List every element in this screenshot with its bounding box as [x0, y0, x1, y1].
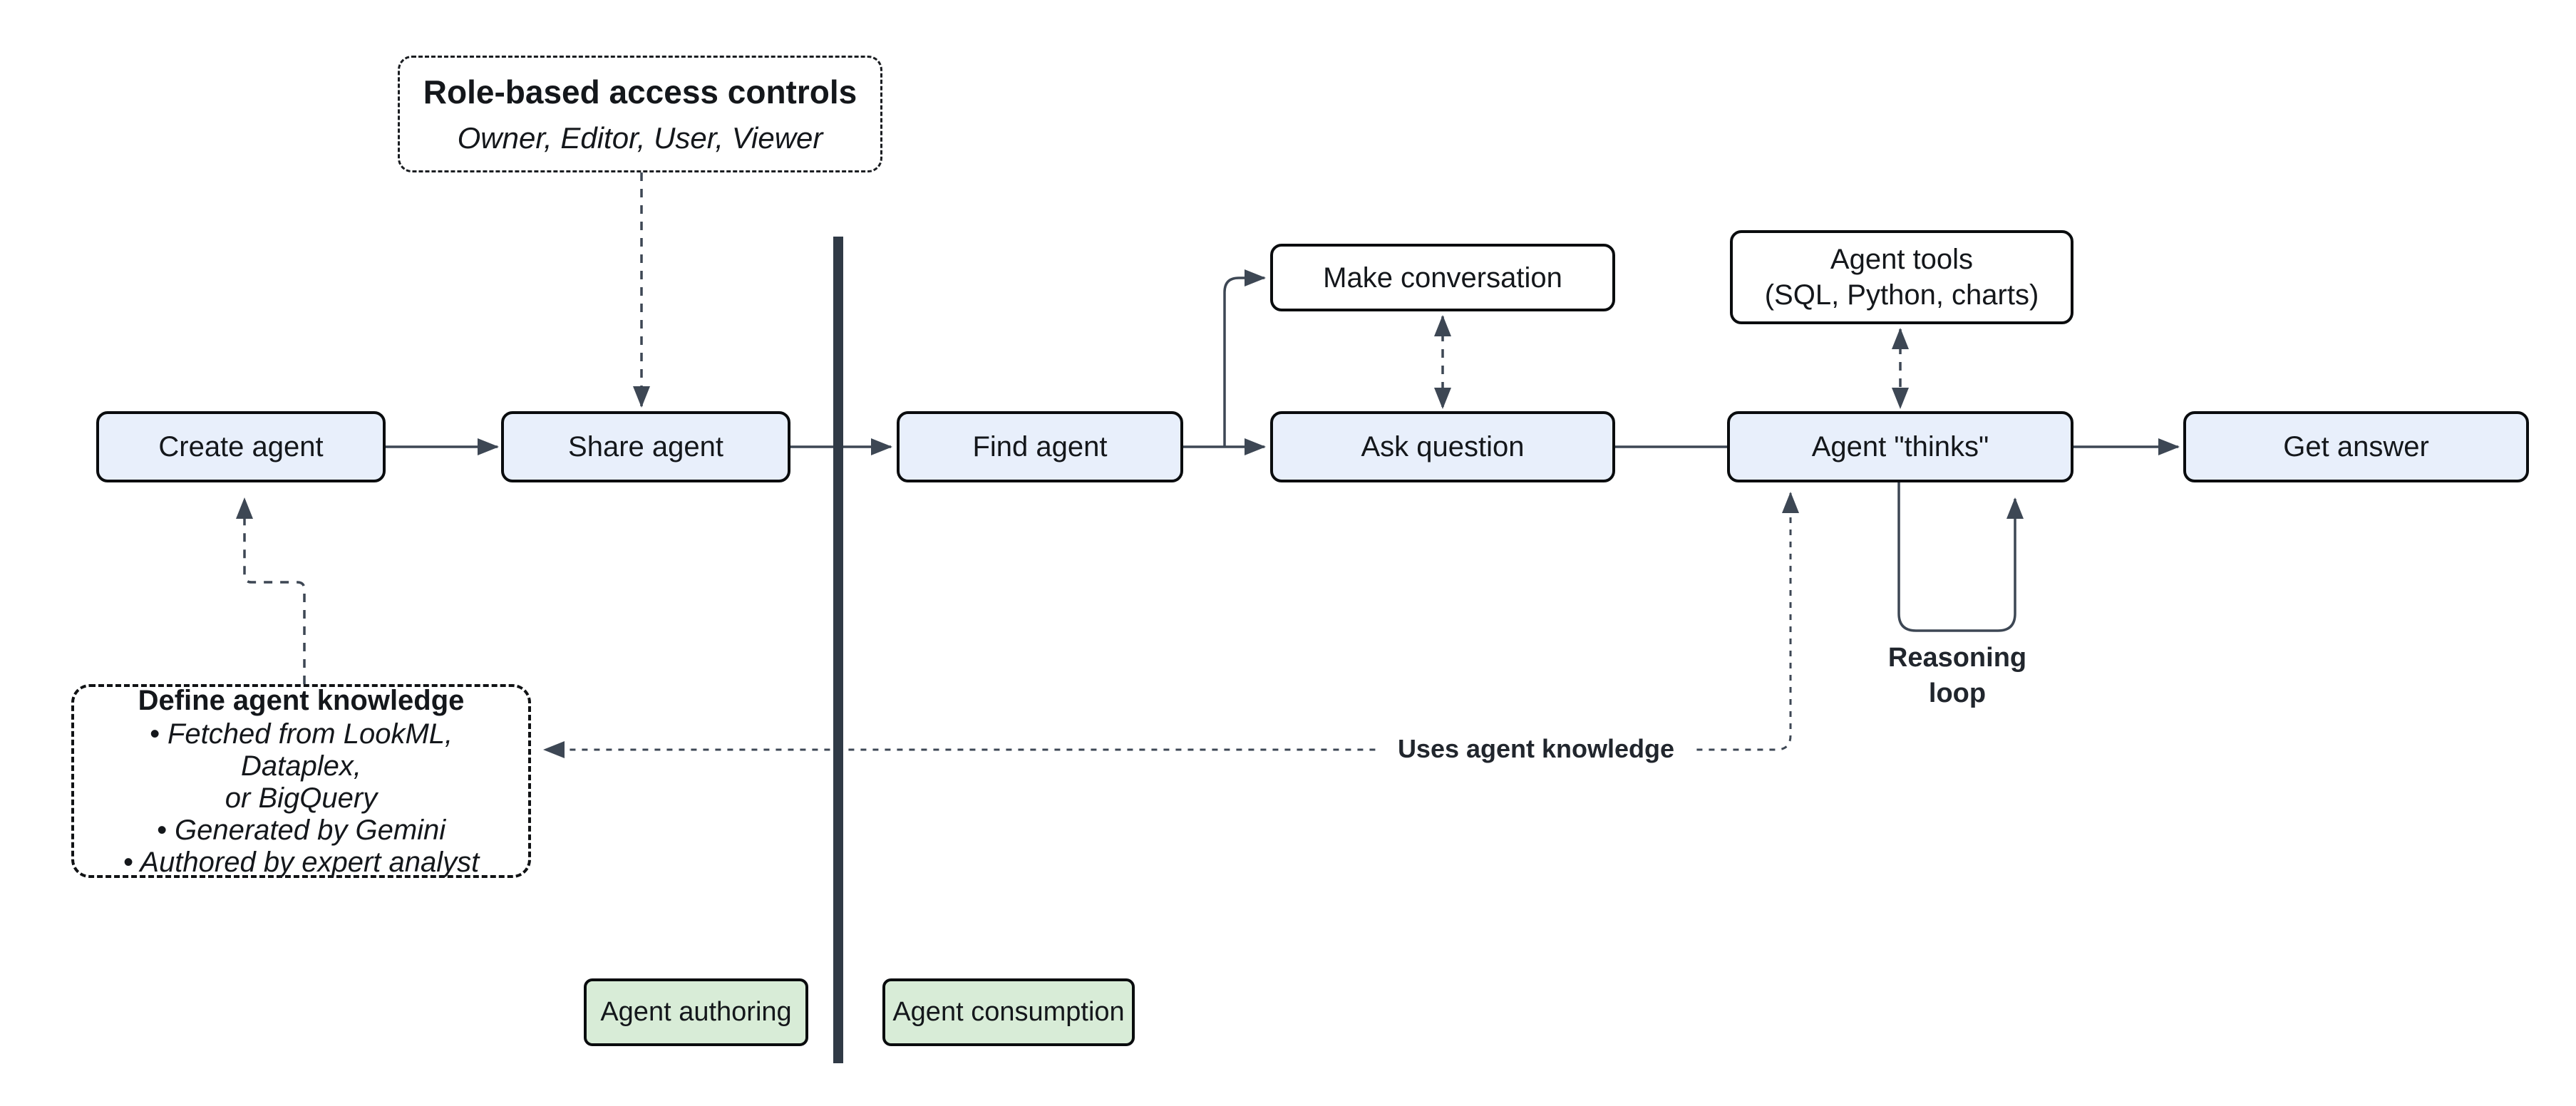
legend-agent-consumption-label: Agent consumption [892, 997, 1125, 1027]
section-divider [833, 237, 843, 1063]
legend-agent-authoring-label: Agent authoring [600, 997, 792, 1027]
node-agent-tools-label-line2: (SQL, Python, charts) [1764, 279, 2039, 311]
node-agent-thinks-label: Agent "thinks" [1811, 431, 1989, 462]
node-agent-tools[interactable]: Agent tools (SQL, Python, charts) [1730, 230, 2073, 324]
reasoning-loop-connector [1897, 482, 2024, 632]
arrow-find-to-make-conversation [1223, 269, 1266, 447]
define-knowledge-bullet-gemini: • Generated by Gemini [156, 814, 446, 846]
uses-agent-knowledge-label: Uses agent knowledge [1379, 731, 1693, 767]
node-ask-question[interactable]: Ask question [1270, 411, 1615, 482]
legend-agent-consumption[interactable]: Agent consumption [882, 978, 1135, 1046]
define-knowledge-bullet-analyst: • Authored by expert analyst [123, 846, 480, 878]
node-share-agent[interactable]: Share agent [501, 411, 790, 482]
reasoning-loop-label-line2: loop [1928, 678, 1987, 708]
node-find-agent-label: Find agent [972, 431, 1108, 462]
node-create-agent[interactable]: Create agent [96, 411, 386, 482]
node-make-conversation[interactable]: Make conversation [1270, 244, 1615, 311]
node-make-conversation-label: Make conversation [1323, 262, 1562, 294]
reasoning-loop-label-line1: Reasoning [1887, 643, 2027, 673]
node-agent-thinks[interactable]: Agent "thinks" [1727, 411, 2073, 482]
role-access-roles: Owner, Editor, User, Viewer [457, 121, 823, 155]
legend-agent-authoring[interactable]: Agent authoring [584, 978, 808, 1046]
node-create-agent-label: Create agent [158, 431, 324, 462]
define-knowledge-bullet-sources: • Fetched from LookML, Dataplex, [149, 718, 453, 782]
node-agent-tools-label-line1: Agent tools [1830, 244, 1974, 275]
node-get-answer-label: Get answer [2283, 431, 2429, 462]
node-ask-question-label: Ask question [1361, 431, 1525, 462]
node-define-agent-knowledge[interactable]: Define agent knowledge • Fetched from Lo… [71, 684, 531, 878]
dashed-arrow-define-to-create [236, 497, 306, 684]
node-share-agent-label: Share agent [568, 431, 723, 462]
node-find-agent[interactable]: Find agent [897, 411, 1183, 482]
define-knowledge-title: Define agent knowledge [138, 684, 465, 716]
node-role-based-access[interactable]: Role-based access controls Owner, Editor… [398, 56, 882, 172]
define-knowledge-bullet-sources-wrap: or BigQuery [225, 782, 378, 814]
node-get-answer[interactable]: Get answer [2183, 411, 2529, 482]
reasoning-loop-label: Reasoning loop [1867, 640, 2047, 711]
role-access-title: Role-based access controls [423, 73, 857, 110]
dashed-arrow-uses-agent-knowledge [543, 492, 1799, 758]
